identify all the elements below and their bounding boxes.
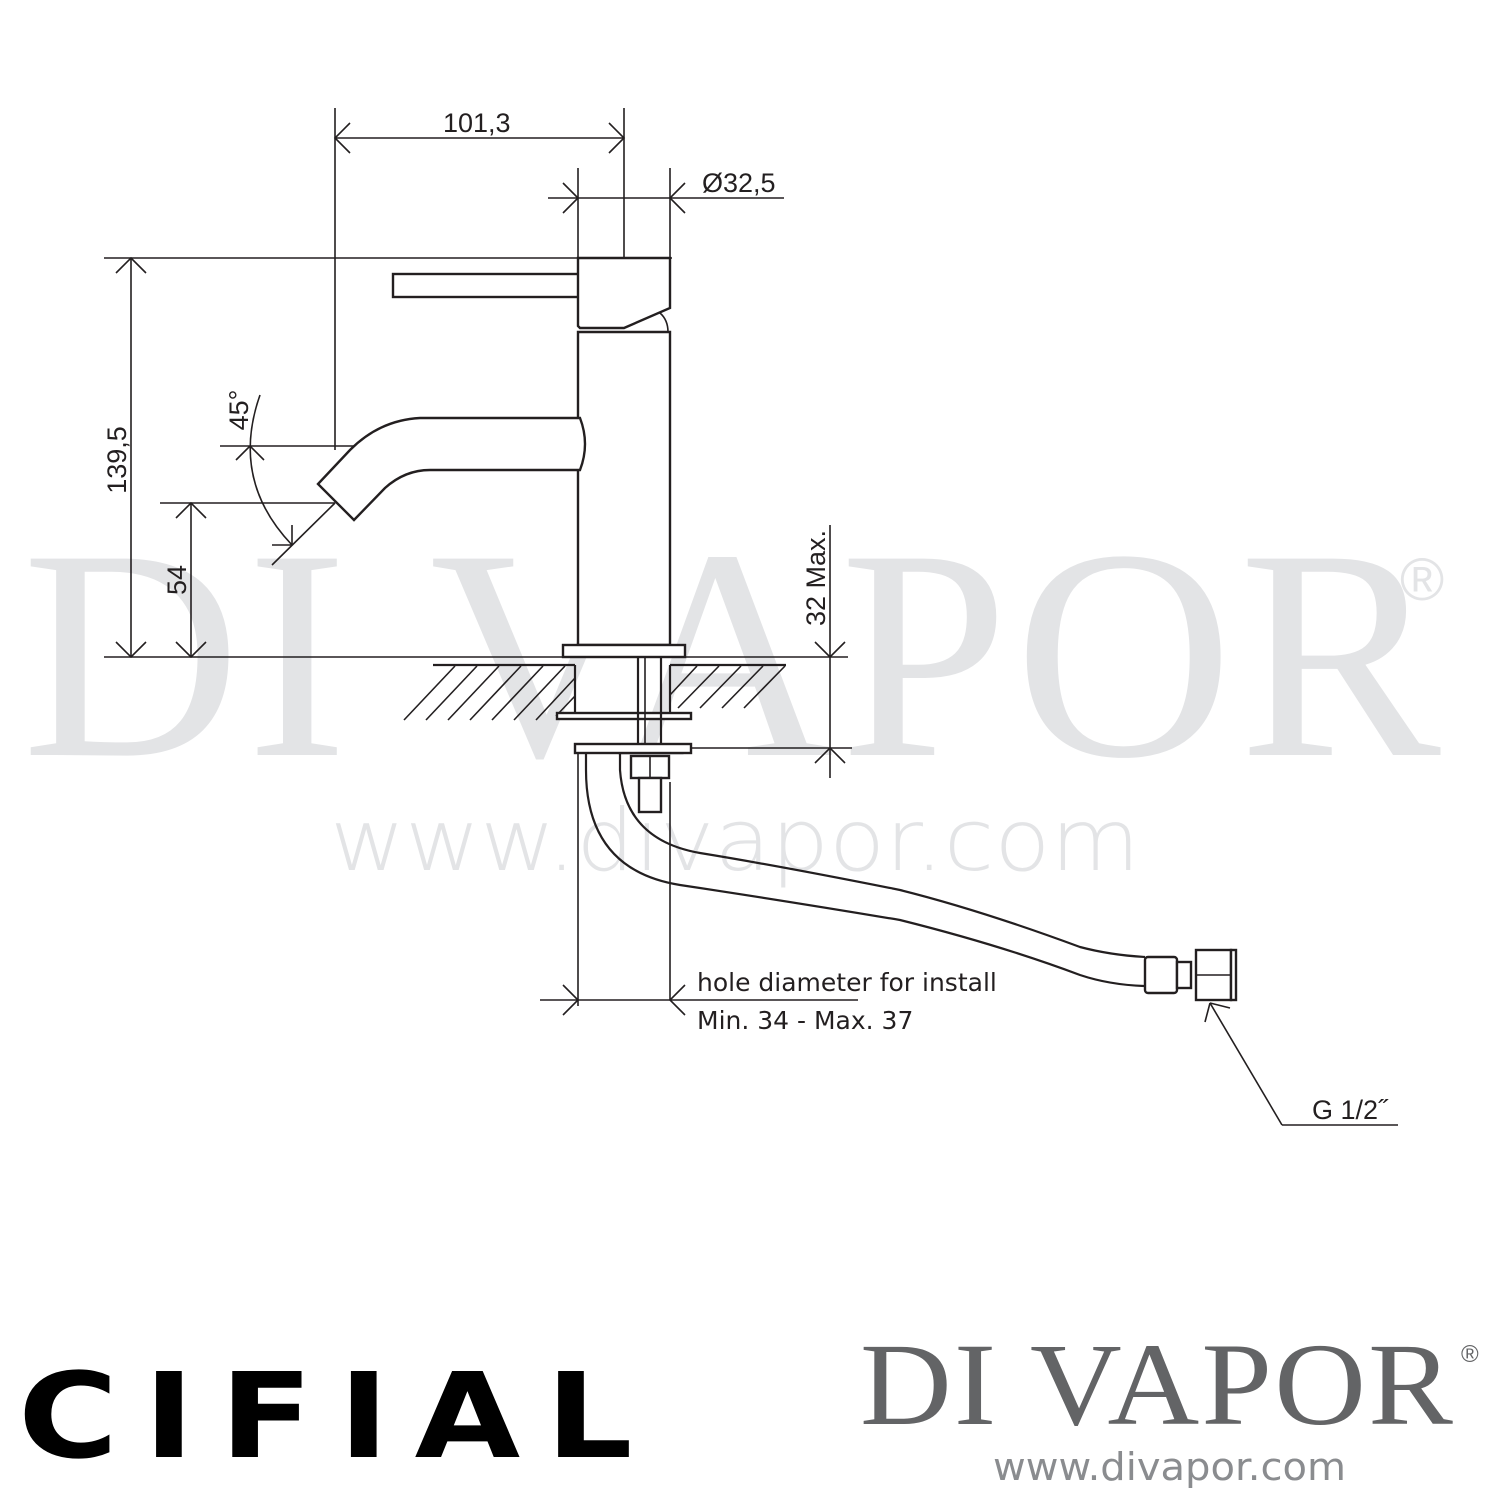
countertop-section — [403, 663, 786, 721]
watermark-registered-mark: ® — [1400, 546, 1444, 613]
dimension-body-diameter: Ø32,5 — [548, 168, 784, 214]
dimension-label-body-diameter: Ø32,5 — [702, 168, 776, 198]
handle-lever — [391, 272, 582, 299]
dimension-install-hole: hole diameter for install Min. 34 - Max.… — [540, 753, 997, 1035]
watermark: DI VAPOR ® www.divapor.com — [22, 488, 1447, 891]
dimension-label-total-height: 139,5 — [102, 426, 132, 494]
dimension-spout-reach: 101,3 — [333, 108, 626, 154]
dimension-spout-angle: 45° — [224, 390, 336, 566]
logo-divapor-registered: ® — [1461, 1341, 1479, 1368]
rubber-washer — [555, 711, 693, 721]
mounting-hardware — [555, 643, 693, 1000]
note-hole-range: Min. 34 - Max. 37 — [697, 1006, 913, 1035]
note-hole-diameter: hole diameter for install — [697, 968, 997, 997]
dimension-spout-height: 54 — [162, 501, 207, 659]
spout — [316, 416, 587, 522]
dimension-label-spout-angle: 45° — [224, 390, 254, 431]
logo-cifial: CIFIAL — [18, 1347, 658, 1485]
dimension-label-spout-height: 54 — [162, 565, 192, 595]
cartridge-head — [576, 256, 672, 330]
flexible-hose — [584, 753, 1238, 1002]
dimension-label-spout-reach: 101,3 — [443, 108, 511, 138]
connection-callout: G 1/2˝ — [1204, 1002, 1398, 1126]
logo-divapor-url: www.divapor.com — [993, 1445, 1346, 1489]
footer: CIFIAL DI VAPOR ® www.divapor.com — [18, 1319, 1479, 1489]
tap-body — [316, 256, 672, 647]
hose-ferrule — [1143, 955, 1179, 995]
watermark-brand: DI VAPOR — [22, 488, 1447, 820]
body-column — [576, 330, 672, 647]
backnut-plate — [573, 742, 693, 755]
threaded-stud — [637, 776, 663, 814]
base-flange — [561, 643, 687, 659]
dimension-total-height: 139,5 — [102, 256, 147, 659]
dimension-label-deck-thickness: 32 Max. — [801, 530, 831, 626]
note-connection-thread: G 1/2˝ — [1312, 1095, 1389, 1125]
logo-divapor: DI VAPOR — [860, 1319, 1455, 1450]
dimension-deck-thickness: 32 Max. — [801, 525, 846, 778]
watermark-url: www.divapor.com — [330, 791, 1140, 891]
